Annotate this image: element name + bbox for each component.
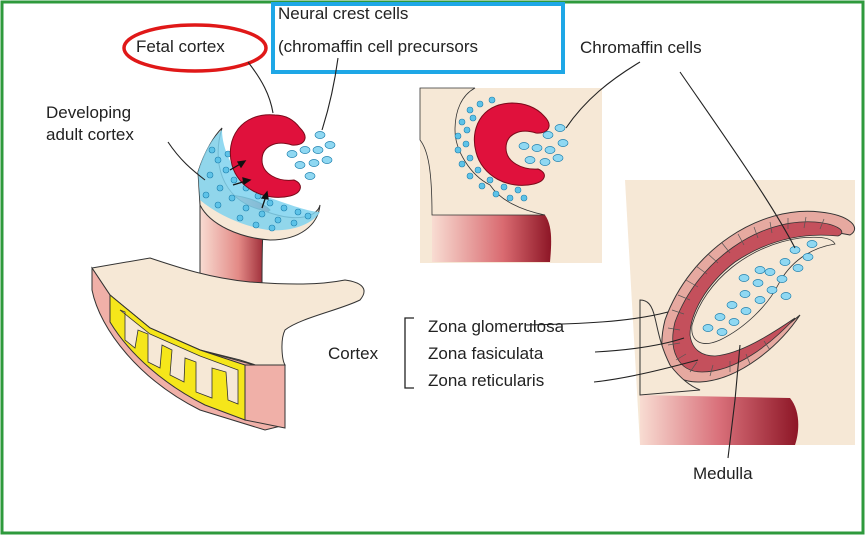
left-adrenal-section (92, 115, 364, 430)
right-adrenal-section (625, 180, 855, 445)
cortex-bracket (405, 318, 414, 388)
zona-fasiculata-label: Zona fasiculata (428, 344, 543, 364)
developing-cortex-label: Developing (46, 103, 131, 123)
neural-crest-sublabel: (chromaffin cell precursors (278, 37, 478, 57)
cortex-label: Cortex (328, 344, 378, 364)
medulla-label: Medulla (693, 464, 753, 484)
middle-adrenal-section (420, 88, 602, 263)
adult-cortex-label: adult cortex (46, 125, 134, 145)
neural-crest-label: Neural crest cells (278, 4, 408, 24)
zona-glomerulosa-label: Zona glomerulosa (428, 317, 564, 337)
zona-reticularis-label: Zona reticularis (428, 371, 544, 391)
fetal-cortex-label: Fetal cortex (136, 37, 225, 57)
chromaffin-cells-label: Chromaffin cells (580, 38, 702, 58)
